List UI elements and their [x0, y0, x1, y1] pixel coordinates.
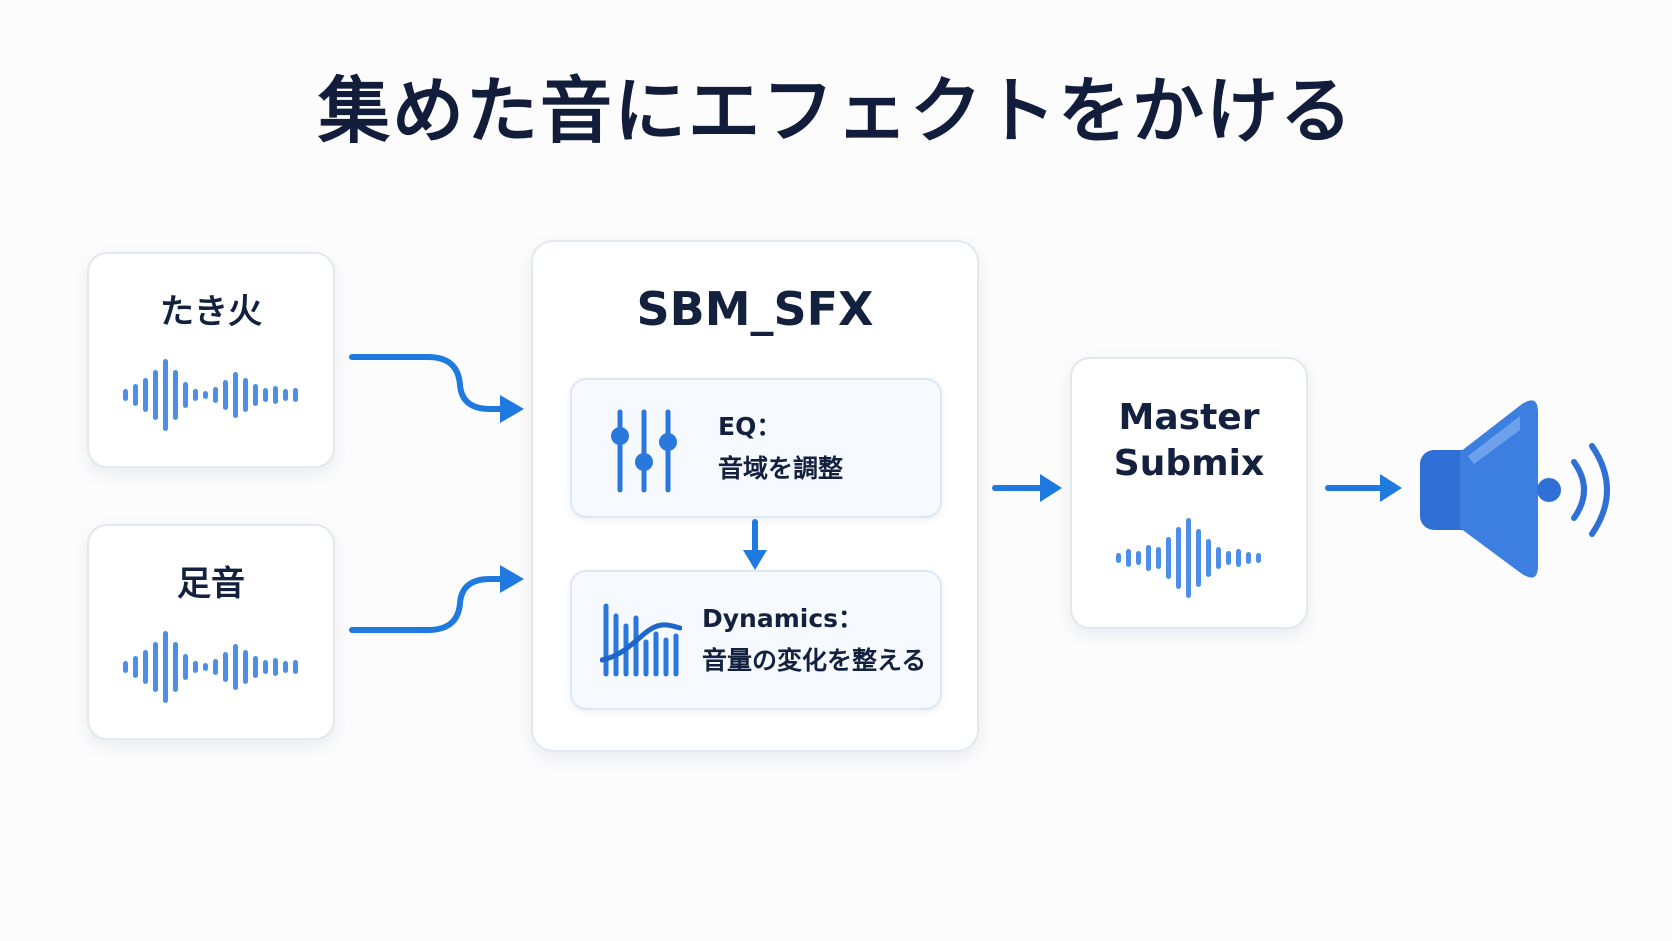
arrowhead-takibi — [500, 395, 524, 423]
effect-dynamics-description: 音量の変化を整える — [702, 646, 927, 675]
source-label-takibi: たき火 — [160, 292, 262, 332]
master-label-line1: Master — [1118, 397, 1260, 438]
waveform-icon — [123, 631, 298, 703]
master-submix-label: Master Submix — [1072, 395, 1306, 487]
arrow-takibi-to-submix — [349, 354, 513, 412]
source-card-ashioto[interactable]: 足音 — [87, 524, 335, 740]
arrow-ashioto-to-submix — [349, 576, 513, 633]
effect-eq-name: EQ： — [718, 412, 782, 441]
master-submix-card[interactable]: Master Submix — [1070, 357, 1308, 629]
source-label-ashioto: 足音 — [177, 564, 245, 604]
master-label-line2: Submix — [1113, 443, 1265, 484]
effect-dynamics[interactable]: Dynamics： 音量の変化を整える — [570, 570, 942, 710]
speaker-icon — [1420, 400, 1610, 578]
page-title: 集めた音にエフェクトをかける — [317, 69, 1354, 153]
submix-title: SBM_SFX — [636, 282, 874, 336]
effect-eq-description: 音域を調整 — [718, 454, 844, 483]
arrowhead-master-speaker — [1380, 474, 1402, 502]
equalizer-sliders-icon — [611, 409, 677, 493]
effect-eq[interactable]: EQ： 音域を調整 — [570, 378, 942, 518]
waveform-icon — [123, 359, 298, 431]
dynamics-waveform-icon — [600, 603, 682, 677]
submix-card-sbm-sfx[interactable]: SBM_SFX EQ： 音域を調整 — [531, 240, 979, 752]
source-card-takibi[interactable]: たき火 — [87, 252, 335, 468]
arrowhead-eq-dynamics — [743, 550, 767, 570]
waveform-icon — [1116, 518, 1261, 598]
effect-dynamics-name: Dynamics： — [702, 604, 864, 633]
arrowhead-ashioto — [500, 565, 524, 593]
arrowhead-submix-master — [1040, 474, 1062, 502]
